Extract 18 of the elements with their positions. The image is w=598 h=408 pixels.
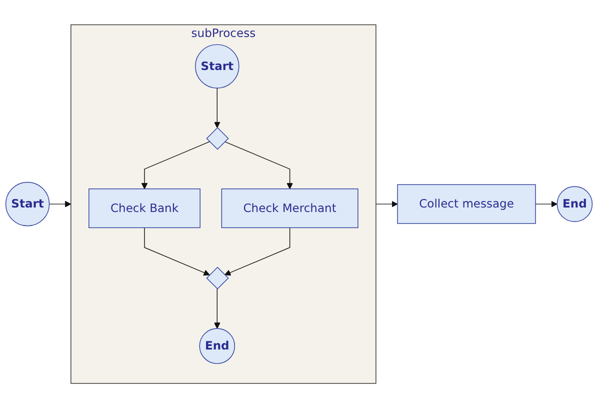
node-box: Check Bank [88, 188, 200, 228]
node-circle: End [199, 328, 236, 364]
arrow [144, 227, 210, 276]
arrow [535, 200, 558, 208]
node-diamond [206, 127, 229, 150]
node-box: Check Merchant [221, 188, 358, 228]
node-circle: End [556, 186, 593, 222]
arrow [48, 200, 72, 208]
arrow [214, 88, 220, 128]
node-circle: Start [5, 182, 50, 226]
node-diamond [206, 266, 229, 290]
arrow [224, 141, 293, 190]
node-box: Collect message [397, 184, 536, 224]
arrow [376, 200, 398, 208]
arrow [224, 227, 290, 276]
arrow [141, 141, 210, 190]
arrow [214, 288, 220, 329]
node-circle: Start [195, 44, 240, 88]
